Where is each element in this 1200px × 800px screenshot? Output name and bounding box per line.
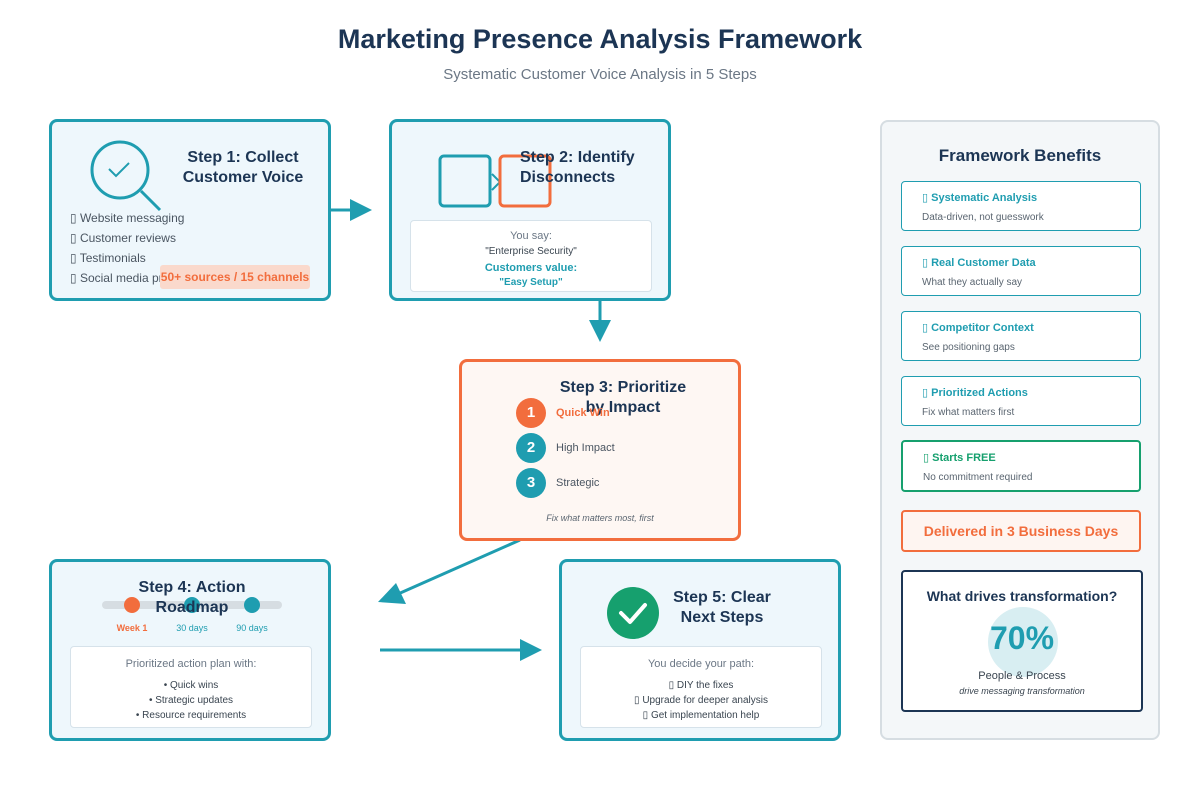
benefit-title: ▯ Real Customer Data	[922, 257, 1036, 269]
benefit-desc: What they actually say	[922, 277, 1023, 288]
benefit-title: ▯ Competitor Context	[922, 322, 1034, 334]
benefits-sidebar: Framework Benefits ▯ Systematic Analysis…	[880, 120, 1160, 740]
step2-card: Step 2: Identify Disconnects You say: "E…	[389, 119, 671, 301]
page-subtitle: Systematic Customer Voice Analysis in 5 …	[443, 66, 757, 83]
list-item: • Resource requirements	[135, 710, 247, 721]
step3-footer: Fix what matters most, first	[546, 513, 654, 523]
step3-title: Step 3: Prioritize by Impact	[559, 379, 687, 416]
next-path-list: ▯ DIY the fixes ▯ Upgrade for deeper ana…	[581, 678, 821, 723]
step1-title: Step 1: Collect Customer Voice	[182, 149, 304, 186]
sidebar-title: Framework Benefits	[938, 146, 1102, 165]
priority-3-badge: 3	[516, 468, 546, 498]
priority-2-badge: 2	[516, 433, 546, 463]
transformation-title: What drives transformation?	[926, 588, 1118, 604]
customers-value-value: "Easy Setup"	[499, 277, 563, 288]
arrow-step3-to-step4	[378, 538, 521, 604]
benefit-title: ▯ Prioritized Actions	[922, 387, 1028, 399]
step4-title: Step 4: Action Roadmap	[138, 579, 246, 616]
list-item: ▯ Customer reviews	[70, 231, 176, 245]
stat-circle	[988, 607, 1058, 677]
list-item: • Quick wins	[163, 680, 219, 691]
milestone-week1-dot	[124, 597, 140, 613]
benefit-starts-free: ▯ Starts FREE No commitment required	[901, 440, 1141, 492]
step4-card: Step 4: Action Roadmap Week 1 30 days 90…	[49, 559, 331, 741]
benefit-desc: No commitment required	[923, 472, 1033, 483]
step5-card: Step 5: Clear Next Steps You decide your…	[559, 559, 841, 741]
benefit-competitor-context: ▯ Competitor Context See positioning gap…	[901, 311, 1141, 361]
arrow-step4-to-step5	[380, 639, 542, 661]
priority-1-label: Quick Win	[556, 407, 610, 419]
arrow-step1-to-step2	[331, 199, 372, 221]
sources-badge: 50+ sources / 15 channels	[160, 265, 310, 289]
step1-card: Step 1: Collect Customer Voice ▯ Website…	[49, 119, 331, 301]
list-item: ▯ Upgrade for deeper analysis	[634, 695, 768, 706]
step2-title: Step 2: Identify Disconnects	[520, 149, 635, 186]
milestone-30days-dot	[184, 597, 200, 613]
customers-value-label: Customers value:	[484, 262, 578, 274]
priority-3-label: Strategic	[556, 477, 600, 489]
step5-title: Step 5: Clear Next Steps	[673, 589, 771, 626]
list-item: ▯ Website messaging	[70, 211, 185, 225]
priority-1-badge: 1	[516, 398, 546, 428]
list-item: • Strategic updates	[148, 695, 234, 706]
roadmap-timeline	[102, 597, 282, 613]
arrow-step2-to-step3	[589, 300, 611, 342]
action-plan-box: Prioritized action plan with: • Quick wi…	[70, 646, 312, 728]
transformation-card: What drives transformation? 70% People &…	[901, 570, 1143, 712]
benefit-title: ▯ Systematic Analysis	[922, 192, 1038, 204]
action-plan-heading: Prioritized action plan with:	[125, 658, 257, 670]
priority-2-label: High Impact	[556, 442, 615, 454]
checkmark-circle-icon	[607, 587, 659, 639]
list-item: ▯ DIY the fixes	[668, 680, 734, 691]
action-plan-list: • Quick wins • Strategic updates • Resou…	[71, 678, 311, 723]
you-say-label: You say:	[510, 230, 552, 242]
list-item: ▯ Get implementation help	[642, 710, 760, 721]
magnifier-check-icon	[90, 140, 162, 212]
milestone-30days-label: 30 days	[176, 623, 208, 633]
milestone-90days-label: 90 days	[236, 623, 268, 633]
milestone-90days-dot	[244, 597, 260, 613]
two-boxes-icon	[438, 154, 552, 208]
benefit-prioritized-actions: ▯ Prioritized Actions Fix what matters f…	[901, 376, 1141, 426]
benefit-real-customer-data: ▯ Real Customer Data What they actually …	[901, 246, 1141, 296]
you-say-value: "Enterprise Security"	[485, 246, 577, 257]
milestone-week1-label: Week 1	[116, 623, 148, 633]
benefit-desc: Fix what matters first	[922, 407, 1015, 418]
disconnect-box: You say: "Enterprise Security" Customers…	[410, 220, 652, 292]
stat-value: 70%	[989, 620, 1055, 656]
next-path-heading: You decide your path:	[647, 658, 754, 670]
page-title: Marketing Presence Analysis Framework	[337, 24, 863, 54]
benefit-desc: Data-driven, not guesswork	[922, 212, 1044, 223]
list-item: ▯ Testimonials	[70, 251, 146, 265]
benefit-title: ▯ Starts FREE	[923, 452, 996, 464]
stat-label: People & Process	[978, 670, 1066, 682]
benefit-systematic-analysis: ▯ Systematic Analysis Data-driven, not g…	[901, 181, 1141, 231]
stat-sub: drive messaging transformation	[959, 686, 1085, 696]
benefit-desc: See positioning gaps	[922, 342, 1015, 353]
delivery-banner: Delivered in 3 Business Days	[901, 510, 1141, 552]
step3-card: Step 3: Prioritize by Impact 1 Quick Win…	[459, 359, 741, 541]
next-path-box: You decide your path: ▯ DIY the fixes ▯ …	[580, 646, 822, 728]
